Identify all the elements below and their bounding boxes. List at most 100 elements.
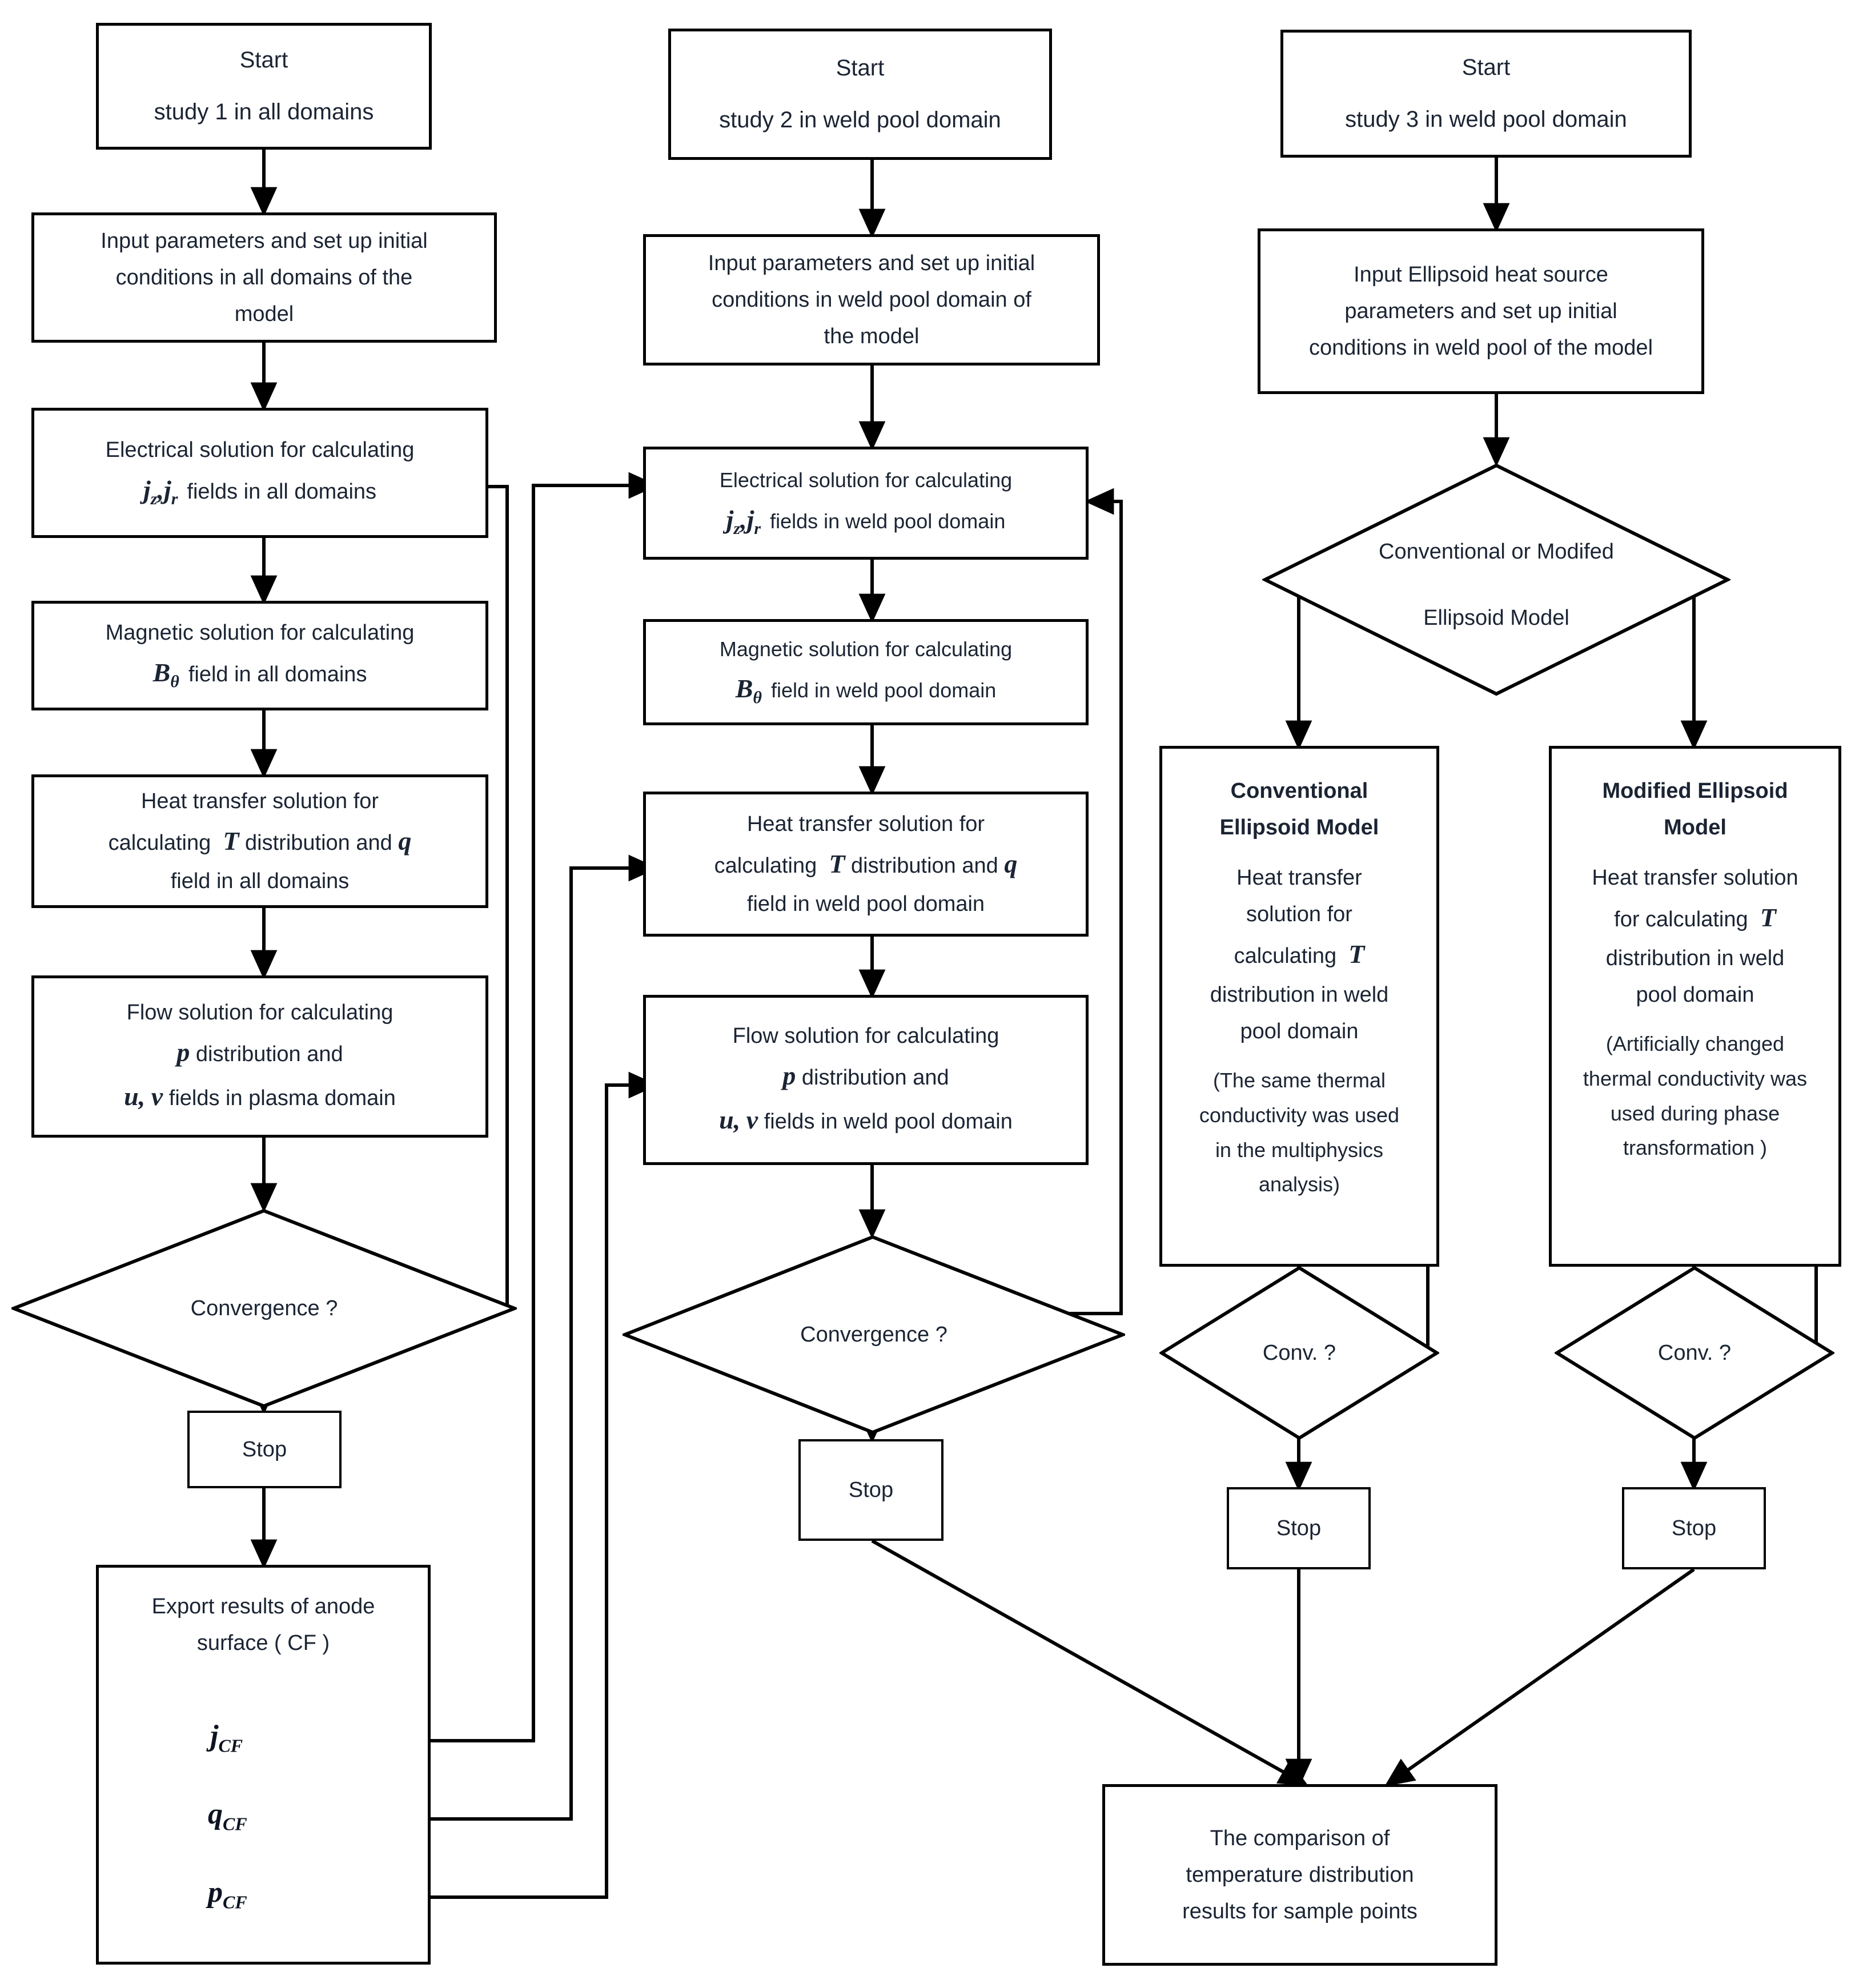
col1-stop-node[interactable]: Stop: [187, 1411, 342, 1488]
conventional-stop-label: Stop: [1276, 1516, 1322, 1540]
symbol-q: q: [398, 826, 412, 856]
col2-electrical-node[interactable]: Electrical solution for calculating jz,j…: [643, 447, 1089, 560]
col3-model-choice-decision[interactable]: Conventional or Modifed Ellipsoid Model: [1262, 463, 1730, 697]
col1-flow-node[interactable]: Flow solution for calculating p distribu…: [31, 975, 488, 1138]
conventional-body-line1: Heat transfer: [1236, 866, 1362, 890]
modified-title-line2: Model: [1664, 816, 1726, 840]
col2-heat-line2: calculating T distribution and q: [714, 849, 1018, 878]
symbol-jz: jz: [143, 475, 158, 509]
col1-input-node[interactable]: Input parameters and set up initial cond…: [31, 212, 497, 343]
col2-stop-node[interactable]: Stop: [798, 1439, 943, 1541]
col3-modified-node[interactable]: Modified Ellipsoid Model Heat transfer s…: [1549, 746, 1841, 1267]
col1-heat-line3: field in all domains: [170, 869, 350, 894]
final-comparison-node[interactable]: The comparison of temperature distributi…: [1102, 1784, 1497, 1966]
col2-heat-node[interactable]: Heat transfer solution for calculating T…: [643, 792, 1089, 937]
symbol-T: T: [1348, 939, 1365, 969]
col3-input-line1: Input Ellipsoid heat source: [1354, 262, 1608, 287]
col1-electrical-node[interactable]: Electrical solution for calculating jz,j…: [31, 408, 488, 538]
col1-export-line1: Export results of anode: [151, 1595, 375, 1618]
modified-title-line1: Modified Ellipsoid: [1602, 779, 1788, 803]
conventional-body-line5: pool domain: [1240, 1019, 1359, 1043]
col3-input-line2: parameters and set up initial: [1344, 299, 1617, 323]
conventional-note-line1: (The same thermal: [1212, 1068, 1386, 1092]
col2-flow-line3: u, v fields in weld pool domain: [719, 1105, 1013, 1135]
symbol-T: T: [223, 826, 239, 856]
conventional-stop-node[interactable]: Stop: [1227, 1487, 1371, 1569]
col3-start-title: Start: [1461, 54, 1511, 80]
col2-flow-line1: Flow solution for calculating: [732, 1024, 999, 1049]
modified-stop-label: Stop: [1671, 1516, 1717, 1540]
modified-stop-node[interactable]: Stop: [1622, 1487, 1766, 1569]
col1-input-line1: Input parameters and set up initial: [101, 228, 428, 253]
modified-conv-decision[interactable]: Conv. ?: [1555, 1266, 1834, 1440]
col1-electrical-tail: fields in all domains: [187, 480, 377, 504]
col3-start-node[interactable]: Start study 3 in weld pool domain: [1280, 30, 1692, 158]
col1-pcf-label: pCF: [208, 1876, 247, 1913]
conventional-conv-decision[interactable]: Conv. ?: [1159, 1266, 1439, 1440]
symbol-jr: jr: [746, 504, 761, 538]
col1-heat-node[interactable]: Heat transfer solution for calculating T…: [31, 774, 488, 908]
col1-export-node[interactable]: Export results of anode surface ( CF ): [96, 1565, 431, 1965]
final-line3: results for sample points: [1182, 1899, 1418, 1924]
modified-note-line1: (Artificially changed: [1605, 1031, 1785, 1055]
col2-electrical-tail: fields in weld pool domain: [770, 509, 1006, 533]
col2-input-line3: the model: [824, 324, 920, 349]
modified-body-line1: Heat transfer solution: [1592, 866, 1798, 890]
col3-input-line3: conditions in weld pool of the model: [1308, 336, 1653, 360]
conventional-body-line3: calculating T: [1234, 939, 1365, 969]
col2-convergence-decision[interactable]: Convergence ?: [623, 1235, 1125, 1435]
symbol-jz: jz: [726, 504, 741, 538]
col1-convergence-decision[interactable]: Convergence ?: [11, 1208, 517, 1408]
conventional-title-line1: Conventional: [1230, 779, 1368, 803]
col2-magnetic-line2: Bθ field in weld pool domain: [730, 667, 1002, 713]
col1-input-line3: model: [234, 302, 294, 327]
modified-note-line2: thermal conductivity was: [1583, 1066, 1808, 1090]
col2-input-line2: conditions in weld pool domain of: [712, 287, 1031, 312]
col2-magnetic-line1: Magnetic solution for calculating: [719, 637, 1013, 661]
final-line1: The comparison of: [1210, 1826, 1390, 1850]
modified-conv-label: Conv. ?: [1657, 1340, 1732, 1365]
symbol-q: q: [1004, 849, 1018, 878]
modified-body-line3: distribution in weld: [1605, 946, 1785, 970]
symbol-btheta: Bθ: [735, 673, 762, 707]
col2-magnetic-tail: field in weld pool domain: [771, 678, 997, 702]
col1-flow-line3: u, v fields in plasma domain: [124, 1082, 396, 1111]
col1-magnetic-line1: Magnetic solution for calculating: [105, 621, 415, 645]
col1-flow-line1: Flow solution for calculating: [126, 1001, 394, 1025]
col1-heat-line2: calculating T distribution and q: [108, 826, 412, 856]
final-line2: temperature distribution: [1186, 1862, 1414, 1887]
col2-flow-node[interactable]: Flow solution for calculating p distribu…: [643, 995, 1089, 1165]
col1-start-node[interactable]: Start study 1 in all domains: [96, 23, 432, 150]
col2-start-subtitle: study 2 in weld pool domain: [719, 107, 1001, 132]
col2-heat-line1: Heat transfer solution for: [746, 812, 985, 836]
col1-export-line2: surface ( CF ): [196, 1631, 330, 1656]
symbol-T: T: [1760, 903, 1776, 933]
conventional-title-line2: Ellipsoid Model: [1219, 816, 1379, 840]
col2-flow-line2: p distribution and: [782, 1061, 949, 1091]
symbol-u: u: [124, 1082, 139, 1111]
col2-electrical-line1: Electrical solution for calculating: [719, 468, 1013, 492]
col3-decision-line2: Ellipsoid Model: [1423, 606, 1569, 630]
symbol-p: p: [176, 1038, 190, 1067]
col1-input-line2: conditions in all domains of the: [115, 265, 413, 290]
col3-decision-line1: Conventional or Modifed: [1379, 540, 1614, 564]
col1-heat-line1: Heat transfer solution for: [140, 789, 379, 813]
symbol-jr: jr: [163, 475, 178, 509]
col2-input-node[interactable]: Input parameters and set up initial cond…: [643, 234, 1100, 366]
col1-start-title: Start: [239, 47, 288, 73]
col2-stop-label: Stop: [848, 1477, 894, 1502]
col3-input-node[interactable]: Input Ellipsoid heat source parameters a…: [1258, 228, 1704, 394]
col2-start-node[interactable]: Start study 2 in weld pool domain: [668, 29, 1052, 160]
col2-start-title: Start: [836, 55, 885, 81]
col1-start-subtitle: study 1 in all domains: [154, 99, 374, 124]
col3-conventional-node[interactable]: Conventional Ellipsoid Model Heat transf…: [1159, 746, 1439, 1267]
conventional-note-line4: analysis): [1258, 1172, 1340, 1196]
conventional-conv-label: Conv. ?: [1262, 1340, 1336, 1365]
col2-input-line1: Input parameters and set up initial: [708, 251, 1035, 275]
symbol-T: T: [829, 849, 845, 878]
